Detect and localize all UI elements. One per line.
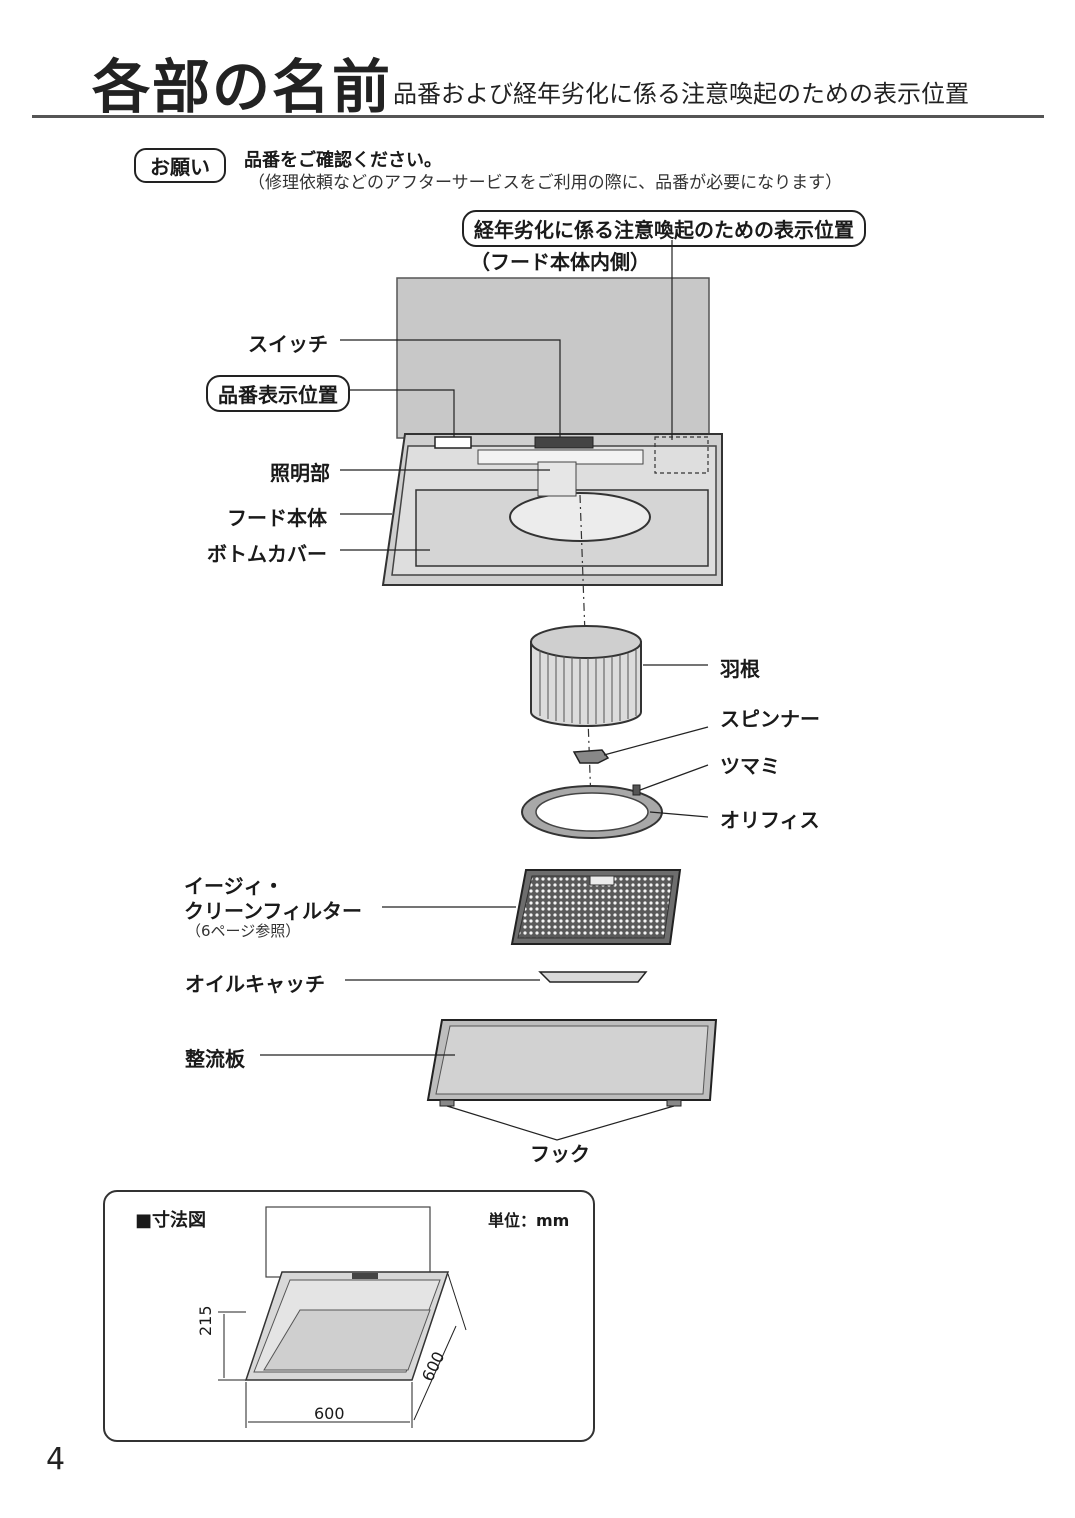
filter-label-line1: イージィ・ <box>184 874 284 898</box>
hook-label: フック <box>530 1142 590 1166</box>
page-title: 各部の名前 <box>92 53 393 121</box>
request-note: （修理依頼などのアフターサービスをご利用の際に、品番が必要になります） <box>248 173 843 193</box>
filter-ref-label: （6ページ参照） <box>186 922 301 940</box>
model-display-label: 品番表示位置 <box>206 375 350 412</box>
dimension-title: ■寸法図 <box>135 1210 207 1231</box>
hood-body-label: フード本体 <box>227 506 327 530</box>
page-number: 4 <box>46 1442 66 1477</box>
orifice-label: オリフィス <box>720 808 820 832</box>
rectifier-label: 整流板 <box>185 1047 245 1071</box>
spinner-label: スピンナー <box>720 707 820 731</box>
oil-catch-shape <box>538 971 648 983</box>
model-plate-shape <box>434 436 472 449</box>
knob-label: ツマミ <box>720 754 780 778</box>
rectifier-shape <box>426 1019 718 1107</box>
switch-panel-shape <box>534 436 594 449</box>
hood-back-panel <box>396 277 710 439</box>
fan-label: 羽根 <box>720 657 760 681</box>
aging-notice-sublabel: （フード本体内側） <box>470 250 650 274</box>
request-badge: お願い <box>134 148 226 183</box>
dimension-unit: 単位：mm <box>488 1211 570 1230</box>
aging-label-area <box>654 436 709 474</box>
dimension-height: 215 <box>196 1305 215 1336</box>
request-title: 品番をご確認ください。 <box>244 150 442 171</box>
spinner-shape <box>572 749 610 764</box>
orifice-shape <box>521 784 663 839</box>
fan-opening-shape <box>509 492 651 542</box>
filter-label-line2: クリーンフィルター <box>184 899 362 923</box>
filter-shape <box>510 869 682 945</box>
oil-catch-label: オイルキャッチ <box>185 972 325 996</box>
fan-shape <box>530 625 642 727</box>
bottom-cover-label: ボトムカバー <box>207 542 327 566</box>
dimension-width: 600 <box>314 1404 345 1423</box>
page-subtitle: 品番および経年劣化に係る注意喚起のための表示位置 <box>393 80 969 108</box>
title-divider <box>32 115 1044 118</box>
leader-lines <box>260 240 709 1141</box>
lighting-label: 照明部 <box>270 461 330 485</box>
aging-notice-label: 経年劣化に係る注意喚起のための表示位置 <box>462 210 866 247</box>
dimension-box <box>103 1190 595 1442</box>
center-bracket-shape <box>537 461 577 497</box>
switch-label: スイッチ <box>248 332 328 356</box>
